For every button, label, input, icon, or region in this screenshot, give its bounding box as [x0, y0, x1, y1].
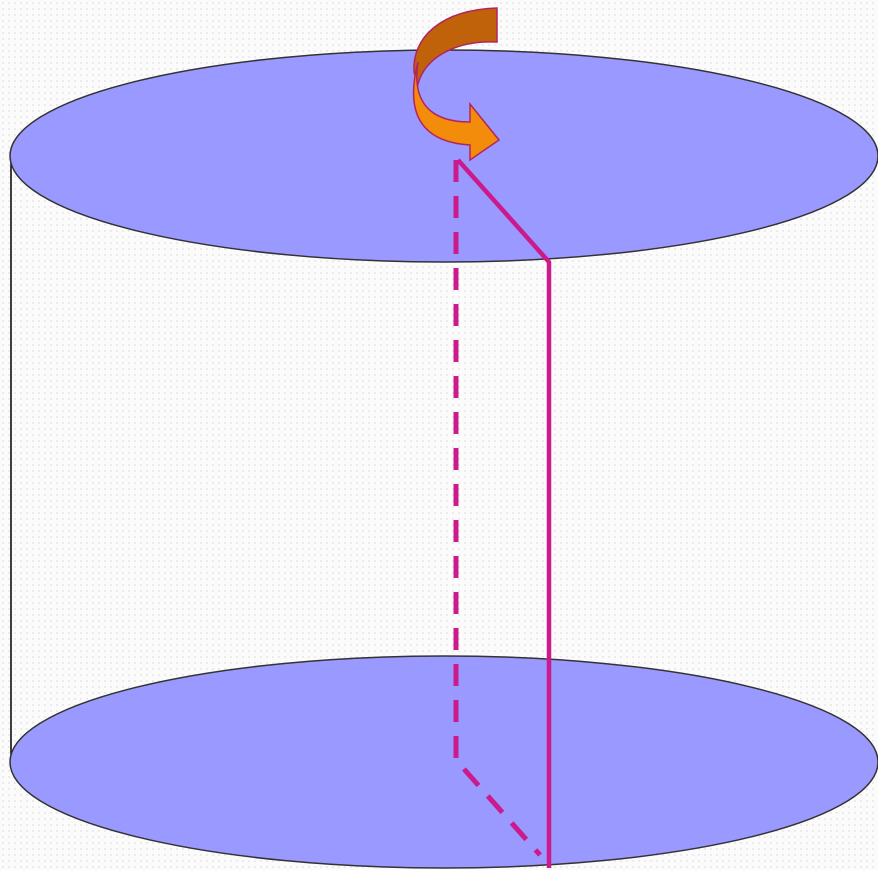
arrow-front-band	[412, 61, 501, 162]
cylinder-bottom-disk	[9, 655, 878, 869]
hidden-cut-line	[453, 160, 542, 857]
visible-cut-line	[456, 158, 552, 868]
cylinder-top-disk	[9, 49, 878, 263]
curved-rotation-arrow-icon	[412, 7, 501, 162]
